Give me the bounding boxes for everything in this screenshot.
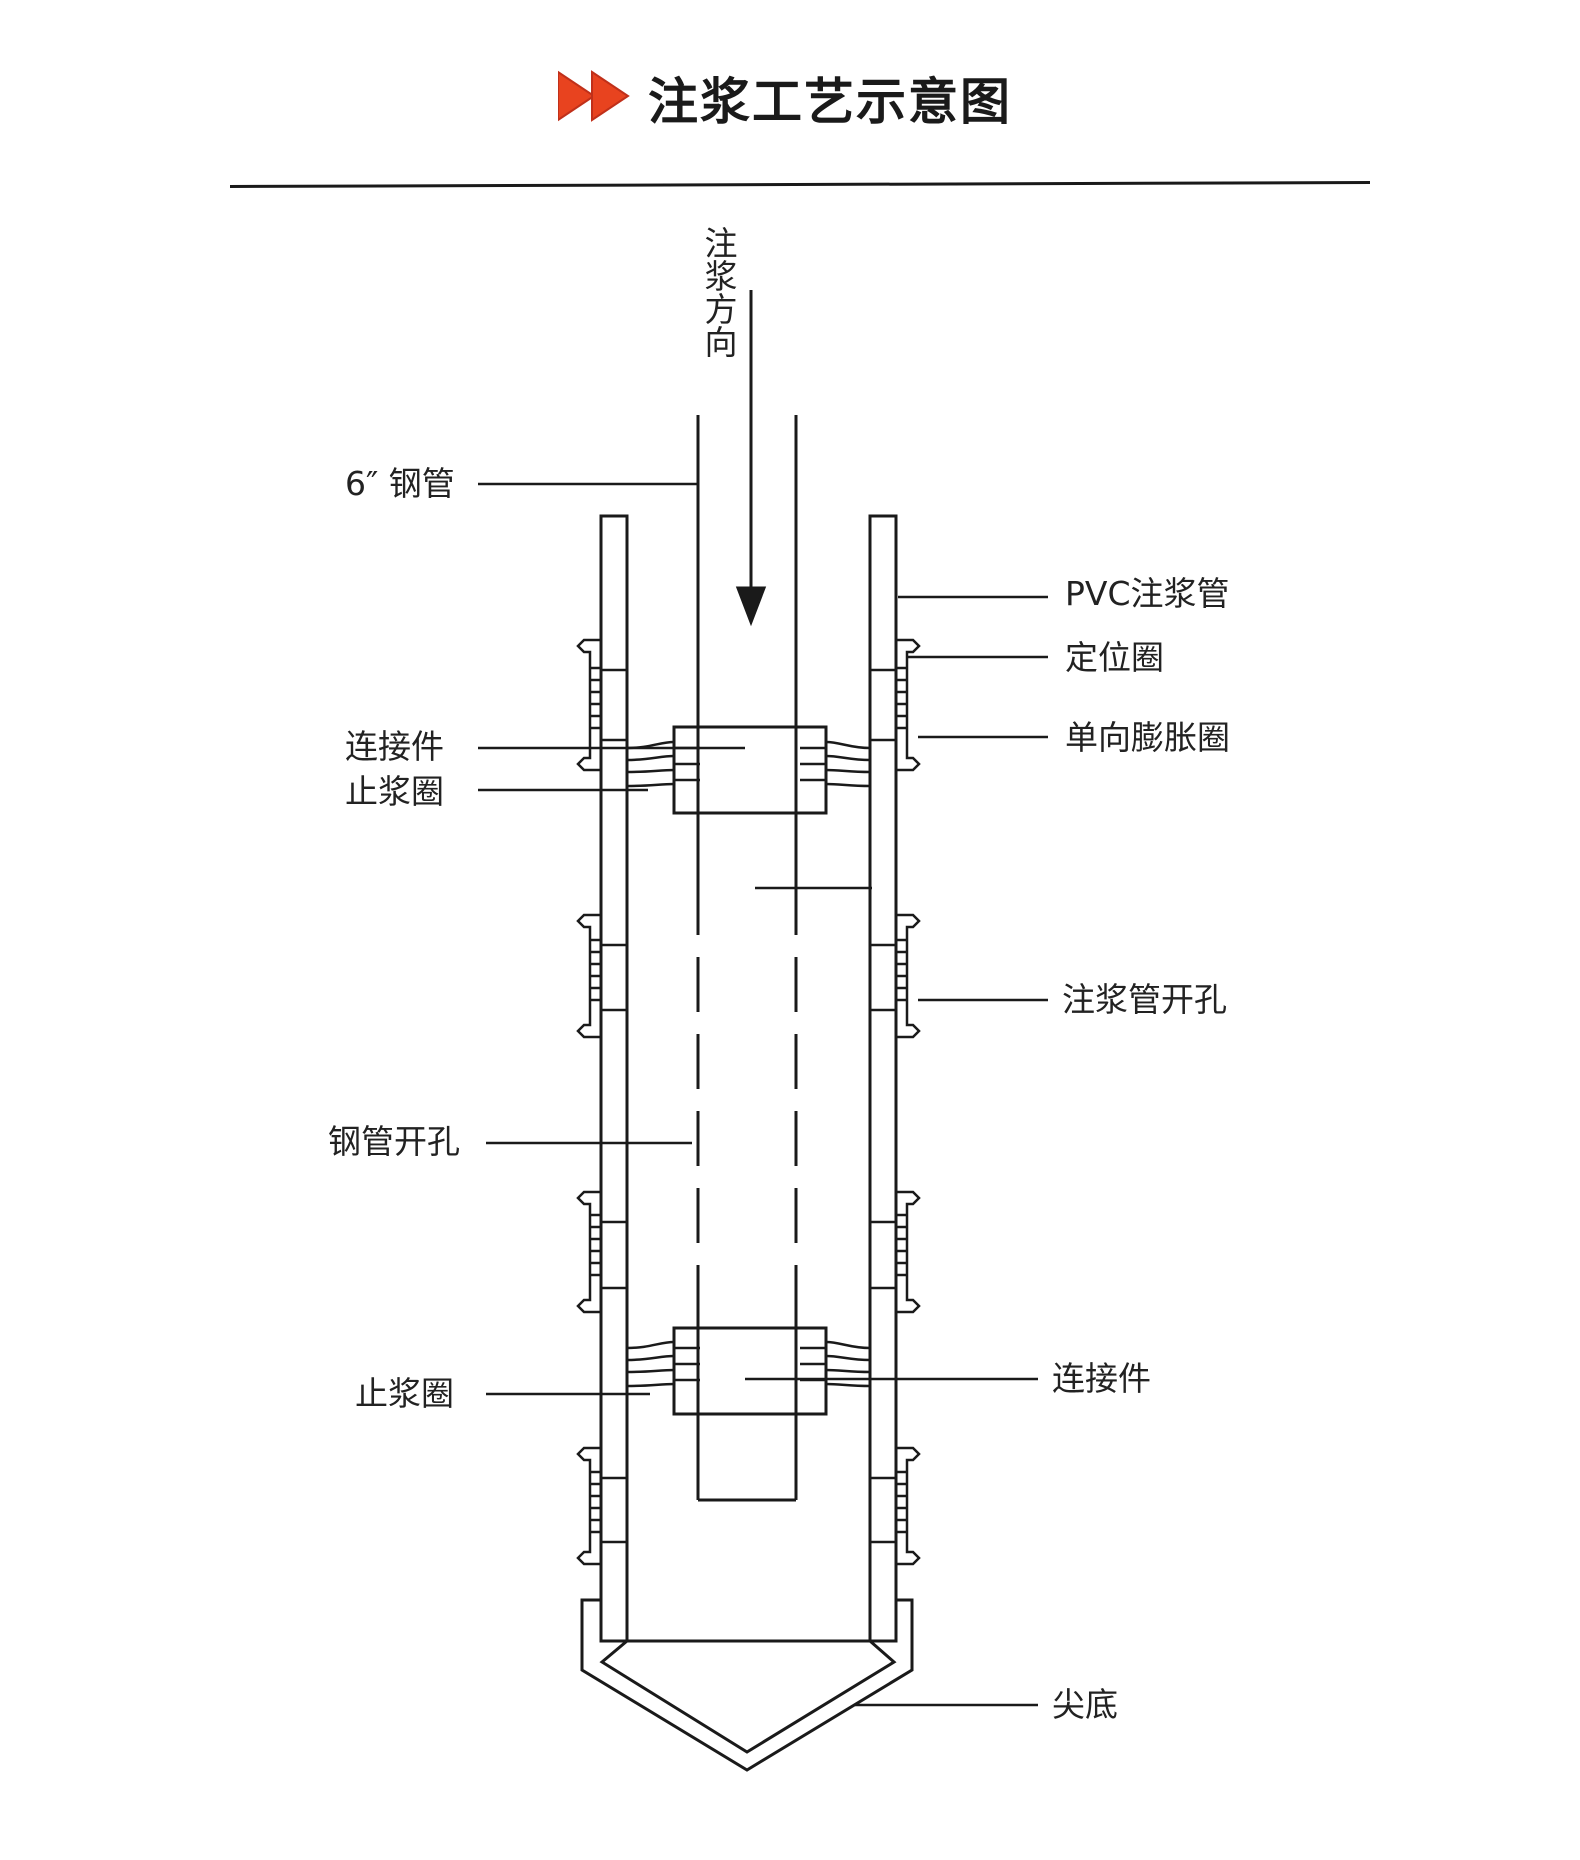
header: 注浆工艺示意图 [0,0,1580,200]
label-grout-stop-ring-lower: 止浆圈 [355,1374,454,1413]
label-steel-pipe: 6″ 钢管 [345,464,455,503]
label-grout-pipe-holes: 注浆管开孔 [1062,980,1227,1019]
label-pvc-grout-pipe: PVC注浆管 [1065,574,1230,613]
steel-pipe [696,415,798,1502]
label-connector-upper: 连接件 [345,727,444,766]
double-chevron-right-icon [558,70,630,122]
pointed-bottom [580,1598,914,1772]
flow-direction-arrow [735,290,767,627]
grout-stop-ring-lower [626,1340,871,1388]
label-positioning-ring: 定位圈 [1065,638,1164,677]
label-grout-stop-ring-upper: 止浆圈 [345,772,444,811]
label-pointed-bottom: 尖底 [1052,1685,1118,1724]
label-steel-pipe-holes: 钢管开孔 [328,1122,460,1161]
page-title: 注浆工艺示意图 [648,73,1012,131]
flow-direction-label: 注浆方向 [699,226,738,358]
label-connector-lower: 连接件 [1052,1359,1151,1398]
expansion-rings-right [870,638,921,1566]
pvc-grout-pipe [599,514,898,1643]
expansion-rings-left [576,638,627,1566]
leader-lines [478,482,1048,1707]
label-one-way-expansion-ring: 单向膨胀圈 [1065,718,1230,757]
